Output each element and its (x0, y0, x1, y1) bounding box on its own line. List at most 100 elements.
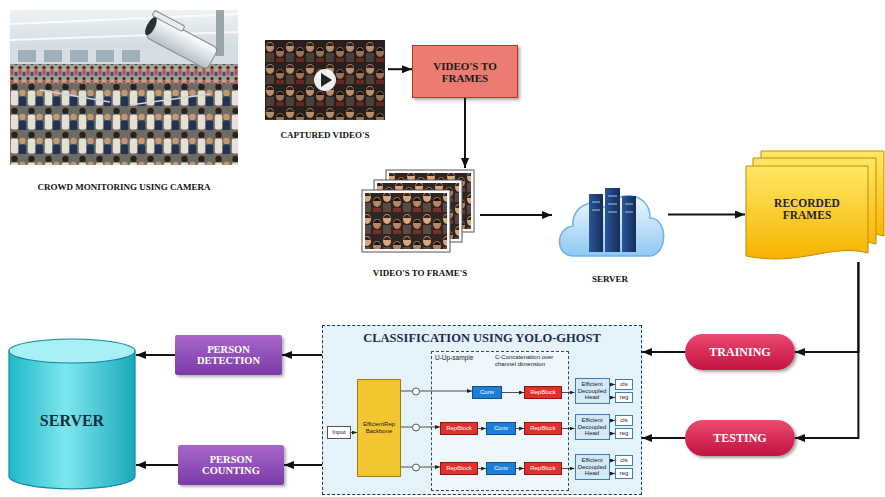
signal-line (562, 392, 575, 393)
box-label: Efficient Decoupled Head (577, 457, 608, 477)
frame-stack-image (362, 170, 474, 252)
signal-line (562, 428, 575, 429)
box-label: RepBlock (530, 465, 556, 472)
conv-block: Conv (486, 422, 516, 435)
box-label: reg (620, 394, 629, 401)
cloud-server: SERVER (552, 176, 668, 286)
flow-arrow (642, 351, 685, 353)
signal-line (610, 433, 616, 434)
box-label: Efficient Decoupled Head (577, 381, 608, 401)
box-label: RECORDED FRAMES (749, 197, 865, 221)
signal-line (610, 384, 616, 385)
flow-arrow (136, 464, 178, 466)
box-label: Conv (494, 425, 508, 432)
box-label: VIDEO'S TO FRAMES (416, 60, 514, 84)
signal-line (610, 460, 616, 461)
backbone-box: EfficientRep Backbone (357, 379, 401, 477)
flow-arrow (795, 262, 858, 352)
box-label: reg (620, 430, 629, 437)
flow-arrow (136, 354, 175, 356)
cctv-camera (142, 10, 224, 70)
region-header: U-Up-sample C-Concatenation over channel … (435, 354, 565, 367)
box-label: reg (620, 470, 629, 477)
box-label: RepBlock (530, 389, 556, 396)
box-label: Conv (480, 389, 494, 396)
box-label: SERVER (40, 412, 104, 430)
box-label: cls (620, 381, 627, 388)
repblock: RepBlock (440, 422, 478, 435)
box-label: PERSON COUNTING (180, 454, 282, 476)
video-thumbnail: CAPTURED VIDEO'S (262, 38, 388, 142)
video-thumbnail-image (265, 40, 385, 120)
result-box: PERSON COUNTING (178, 445, 284, 485)
output-box: cls (615, 415, 633, 426)
output-box: cls (615, 455, 633, 466)
signal-line (502, 392, 524, 393)
box-label: CLASSIFICATION USING YOLO-GHOST (323, 331, 641, 346)
box-label: Input (332, 429, 345, 436)
process-box: VIDEO'S TO FRAMES (412, 45, 518, 98)
output-box: reg (615, 392, 633, 403)
output-box: reg (615, 428, 633, 439)
signal-line (351, 432, 357, 433)
repblock: RepBlock (524, 462, 562, 475)
flow-arrow (668, 214, 745, 216)
box-label: cls (620, 417, 627, 424)
box-label: SERVER (592, 274, 628, 284)
box-label: CROWD MONITORING USING CAMERA (37, 182, 210, 192)
box-label: VIDEO'S TO FRAME'S (373, 268, 468, 278)
photo-panel: CROWD MONITORING USING CAMERA (8, 8, 240, 194)
neck-region: U-Up-sample C-Concatenation over channel … (431, 351, 569, 491)
box-label: PERSON DETECTION (177, 344, 280, 366)
signal-line (516, 428, 524, 429)
input-box: Input (327, 426, 351, 439)
repblock: RepBlock (440, 462, 478, 475)
flow-arrow (795, 262, 858, 438)
signal-line (610, 473, 616, 474)
flow-arrow (282, 354, 322, 356)
frame-stack: VIDEO'S TO FRAME'S (360, 168, 480, 280)
box-label: RepBlock (530, 425, 556, 432)
region-label: C-Concatenation over channel dimension (495, 354, 565, 367)
head-box: Efficient Decoupled Head (575, 454, 610, 480)
flow-arrow (388, 68, 412, 70)
stage-pill: TRAINING (685, 334, 795, 370)
flow-arrow (464, 98, 466, 168)
output-box: cls (615, 379, 633, 390)
signal-line (478, 428, 486, 429)
flow-arrow (642, 437, 685, 439)
conv-block: Conv (472, 386, 502, 399)
stage-pill: TESTING (685, 420, 795, 456)
cloud-server-icon (560, 188, 664, 256)
signal-line (610, 397, 616, 398)
signal-line (562, 468, 575, 469)
flow-arrow (284, 464, 322, 466)
head-box: Efficient Decoupled Head (575, 378, 610, 404)
model-panel: CLASSIFICATION USING YOLO-GHOSTInputEffi… (322, 325, 642, 495)
signal-line (401, 467, 440, 468)
signal-line (516, 468, 524, 469)
box-label: RepBlock (446, 425, 472, 432)
repblock: RepBlock (524, 422, 562, 435)
database-cylinder: SERVER (8, 338, 136, 490)
box-label: cls (620, 457, 627, 464)
box-label: TRAINING (709, 345, 770, 360)
repblock: RepBlock (524, 386, 562, 399)
box-label: EfficientRep Backbone (359, 421, 399, 434)
conv-block: Conv (486, 462, 516, 475)
region-label: U-Up-sample (435, 354, 473, 361)
result-box: PERSON DETECTION (175, 335, 282, 375)
signal-line (478, 468, 486, 469)
output-box: reg (615, 468, 633, 479)
box-label: Conv (494, 465, 508, 472)
flow-arrow (480, 214, 552, 216)
document-stack: RECORDED FRAMES (745, 150, 885, 262)
box-label: TESTING (713, 431, 766, 446)
signal-line (401, 427, 440, 428)
box-label: Efficient Decoupled Head (577, 417, 608, 437)
signal-line (401, 391, 472, 392)
signal-line (610, 420, 616, 421)
crowd-photo (10, 10, 238, 165)
head-box: Efficient Decoupled Head (575, 414, 610, 440)
box-label: RepBlock (446, 465, 472, 472)
